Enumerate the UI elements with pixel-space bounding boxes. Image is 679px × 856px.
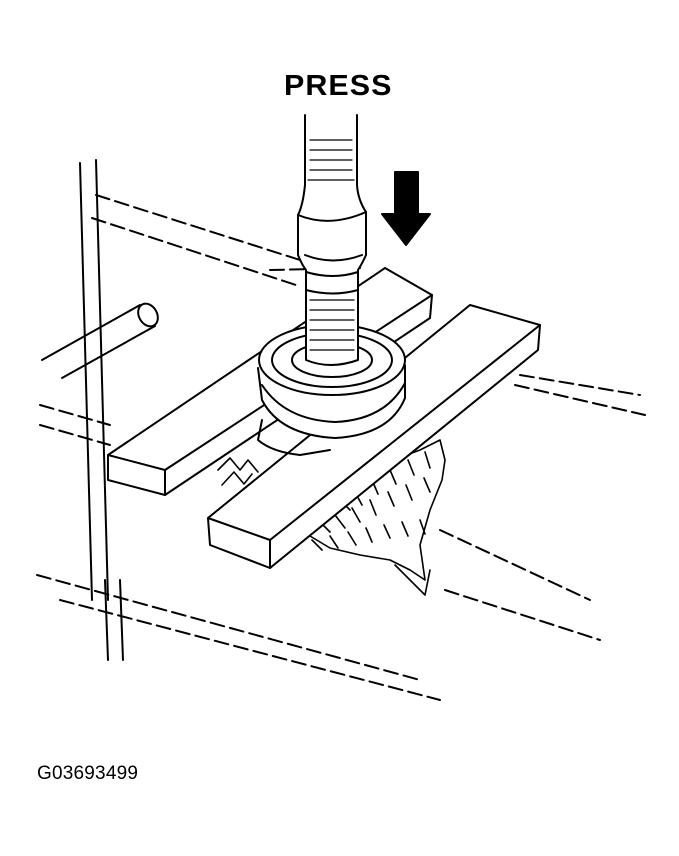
arrow-down-icon (381, 171, 431, 246)
press-label: PRESS (284, 70, 393, 102)
frame-posts (79, 159, 124, 661)
support-rod (41, 302, 159, 379)
front-separator-plate (207, 304, 541, 569)
figure-code: G03693499 (37, 763, 139, 784)
press-ram (297, 114, 367, 366)
frame-rails (36, 194, 646, 701)
